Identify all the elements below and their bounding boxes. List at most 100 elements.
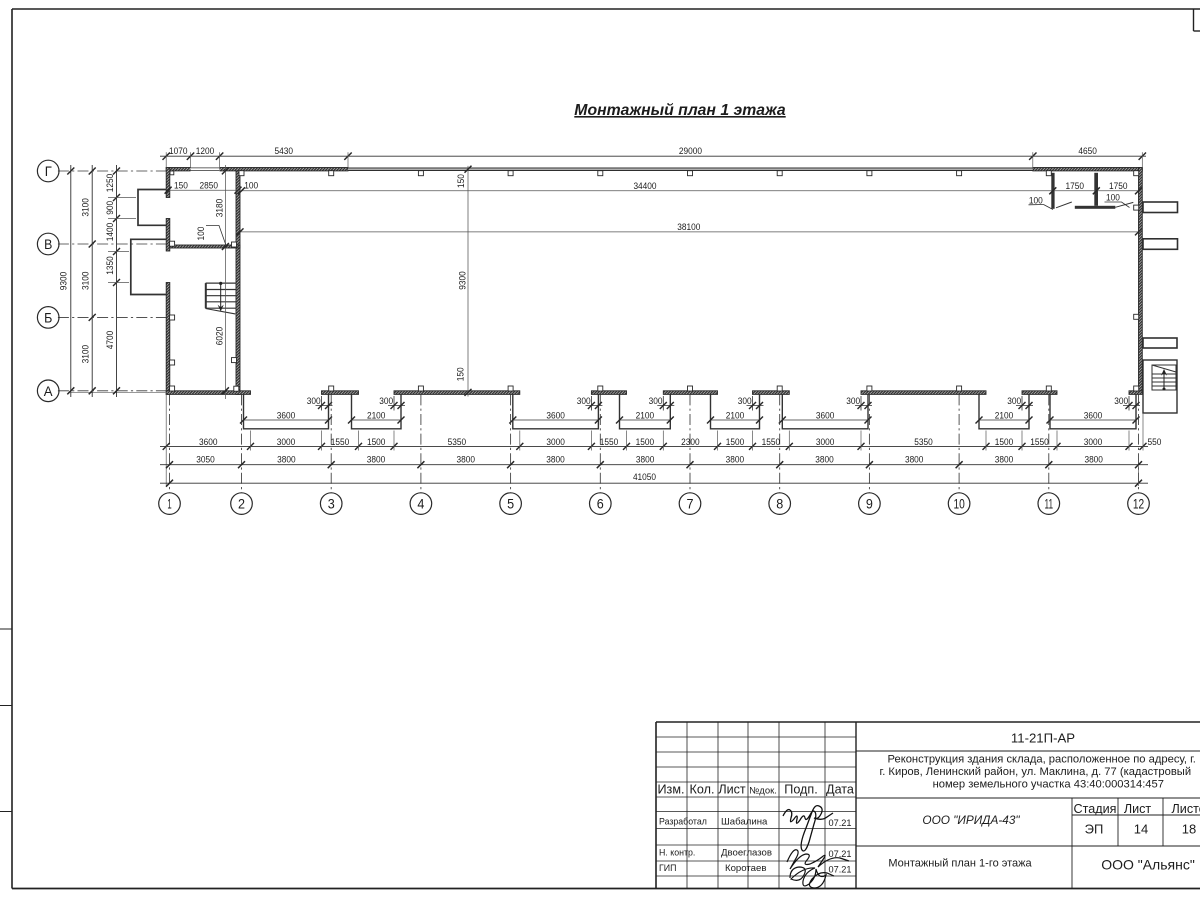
svg-text:4650: 4650	[1078, 146, 1097, 156]
svg-text:ООО "Альянс": ООО "Альянс"	[1101, 857, 1195, 873]
svg-text:5430: 5430	[275, 146, 294, 156]
svg-text:Лист: Лист	[1124, 802, 1152, 816]
svg-text:300: 300	[738, 396, 752, 406]
svg-text:300: 300	[846, 396, 860, 406]
svg-text:Изм.: Изм.	[658, 783, 685, 797]
svg-text:3600: 3600	[1084, 410, 1103, 420]
svg-text:А: А	[44, 384, 53, 400]
svg-text:300: 300	[307, 396, 321, 406]
svg-text:3100: 3100	[81, 198, 91, 217]
svg-text:3600: 3600	[199, 437, 218, 447]
svg-text:1750: 1750	[1109, 181, 1128, 191]
svg-text:2100: 2100	[726, 410, 745, 420]
svg-text:Разработал: Разработал	[659, 817, 707, 827]
svg-text:3800: 3800	[905, 455, 924, 465]
svg-text:Листов: Листов	[1172, 802, 1200, 816]
svg-text:300: 300	[649, 396, 663, 406]
svg-text:1500: 1500	[636, 437, 655, 447]
svg-text:3100: 3100	[81, 345, 91, 364]
svg-text:номер земельного участка 43:40: номер земельного участка 43:40:000314:45…	[933, 779, 1164, 791]
svg-text:Б: Б	[44, 311, 52, 327]
svg-text:07.21: 07.21	[829, 849, 852, 859]
svg-text:11: 11	[1045, 497, 1054, 513]
svg-text:12: 12	[1133, 497, 1144, 513]
svg-text:1070: 1070	[169, 146, 188, 156]
svg-text:150: 150	[174, 180, 188, 190]
svg-text:07.21: 07.21	[829, 818, 852, 828]
svg-text:3180: 3180	[214, 199, 224, 218]
svg-text:150: 150	[456, 367, 466, 381]
svg-text:г. Киров, Ленинский район, ул.: г. Киров, Ленинский район, ул. Маклина, …	[880, 766, 1192, 778]
svg-text:300: 300	[577, 396, 591, 406]
svg-text:В: В	[44, 237, 52, 253]
svg-text:2100: 2100	[636, 410, 655, 420]
svg-text:5350: 5350	[448, 437, 467, 447]
svg-text:3800: 3800	[367, 455, 386, 465]
svg-text:11-21П-АР: 11-21П-АР	[1011, 731, 1075, 746]
svg-text:Подп.: Подп.	[784, 783, 817, 797]
svg-text:3800: 3800	[457, 455, 476, 465]
svg-text:3: 3	[328, 497, 335, 513]
svg-text:34400: 34400	[633, 181, 656, 191]
svg-text:Коротаев: Коротаев	[725, 863, 766, 874]
svg-text:1750: 1750	[1066, 181, 1085, 191]
svg-text:100: 100	[1029, 196, 1043, 206]
svg-text:1: 1	[167, 497, 171, 513]
svg-text:38100: 38100	[677, 222, 700, 232]
svg-text:2100: 2100	[367, 410, 386, 420]
svg-text:Реконструкция здания склада, р: Реконструкция здания склада, расположенн…	[888, 754, 1196, 766]
svg-text:Двоеглазов: Двоеглазов	[721, 848, 772, 859]
svg-text:150: 150	[456, 174, 466, 188]
svg-text:5: 5	[507, 497, 514, 513]
svg-text:2: 2	[238, 497, 245, 513]
svg-text:29000: 29000	[679, 146, 702, 156]
svg-text:3800: 3800	[546, 455, 565, 465]
svg-text:4: 4	[417, 497, 424, 513]
svg-text:6020: 6020	[214, 327, 224, 346]
svg-text:1200: 1200	[196, 146, 215, 156]
svg-text:3000: 3000	[546, 437, 565, 447]
svg-text:10: 10	[953, 497, 964, 513]
svg-text:1550: 1550	[1030, 437, 1049, 447]
svg-text:3000: 3000	[277, 437, 296, 447]
svg-text:18: 18	[1182, 822, 1196, 837]
svg-text:3050: 3050	[196, 455, 215, 465]
svg-text:3800: 3800	[815, 455, 834, 465]
svg-text:3800: 3800	[726, 455, 745, 465]
svg-text:100: 100	[196, 227, 206, 241]
svg-text:300: 300	[379, 396, 393, 406]
svg-text:1500: 1500	[995, 437, 1014, 447]
svg-text:9300: 9300	[458, 271, 468, 290]
svg-text:Шабалина: Шабалина	[721, 817, 768, 828]
svg-text:Г: Г	[45, 164, 52, 180]
svg-text:3600: 3600	[546, 410, 565, 420]
svg-text:41050: 41050	[633, 472, 656, 482]
svg-text:3600: 3600	[277, 410, 296, 420]
svg-text:1350: 1350	[105, 256, 115, 275]
svg-text:Лист: Лист	[718, 783, 746, 797]
svg-text:900: 900	[105, 201, 115, 215]
svg-text:1250: 1250	[105, 174, 115, 193]
svg-text:07.21: 07.21	[829, 865, 852, 875]
svg-text:100: 100	[244, 180, 258, 190]
svg-text:2100: 2100	[995, 410, 1014, 420]
svg-text:Стадия: Стадия	[1074, 802, 1117, 816]
svg-text:6: 6	[597, 497, 604, 513]
svg-text:3000: 3000	[1084, 437, 1103, 447]
svg-text:7: 7	[687, 497, 694, 513]
svg-text:1500: 1500	[726, 437, 745, 447]
svg-text:1550: 1550	[762, 437, 781, 447]
svg-text:Н. контр.: Н. контр.	[659, 848, 695, 858]
svg-text:1550: 1550	[600, 437, 619, 447]
svg-text:3800: 3800	[995, 455, 1014, 465]
svg-text:Кол.: Кол.	[690, 783, 715, 797]
svg-text:100: 100	[1106, 193, 1120, 203]
svg-text:550: 550	[1148, 437, 1162, 447]
svg-text:2300: 2300	[681, 437, 700, 447]
svg-text:ООО "ИРИДА-43": ООО "ИРИДА-43"	[922, 813, 1020, 827]
svg-text:3800: 3800	[1084, 455, 1103, 465]
svg-text:4700: 4700	[105, 331, 115, 350]
svg-text:1550: 1550	[331, 437, 350, 447]
svg-text:Монтажный план 1-го этажа: Монтажный план 1-го этажа	[888, 858, 1032, 870]
svg-text:1500: 1500	[367, 437, 386, 447]
